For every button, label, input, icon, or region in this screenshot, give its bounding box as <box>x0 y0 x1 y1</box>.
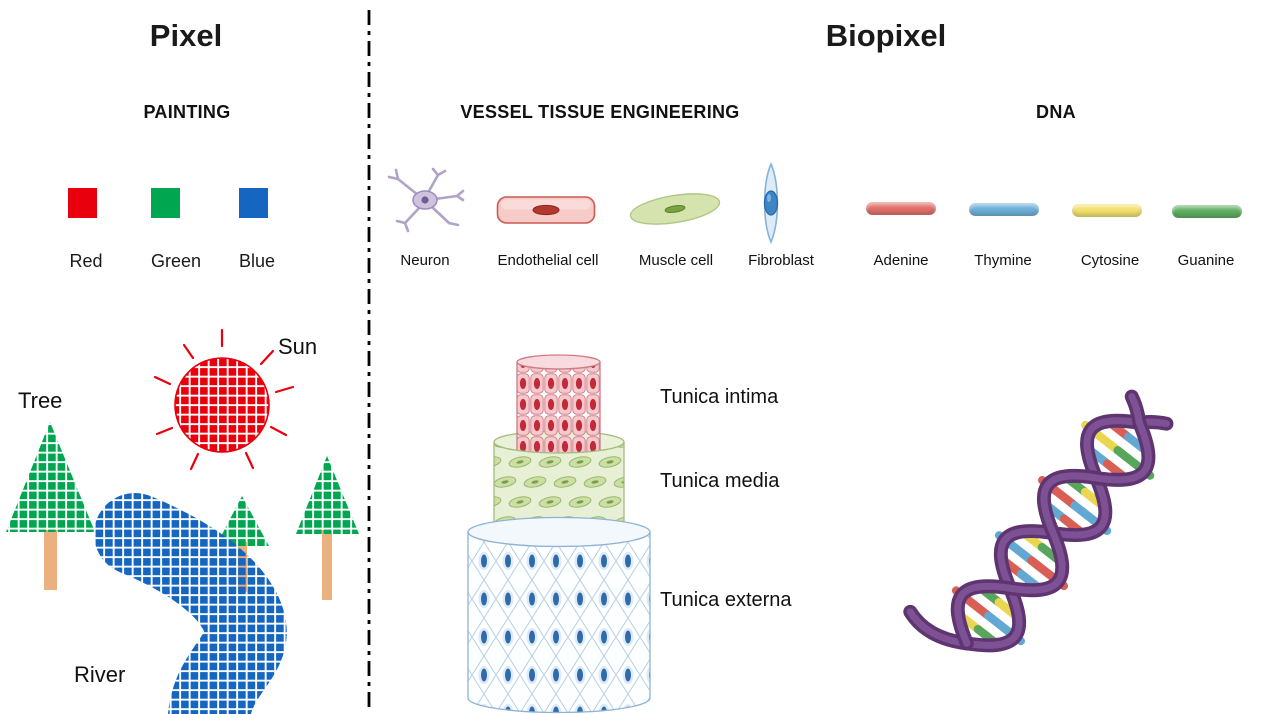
muscle-cell-icon <box>629 193 721 225</box>
blue-swatch-label: Blue <box>238 251 276 271</box>
muscle-cell-label: Muscle cell <box>638 252 714 269</box>
thymine-bar <box>969 203 1039 216</box>
green-swatch <box>151 188 180 218</box>
neuron-icon <box>387 167 465 233</box>
blue-swatch <box>239 188 268 218</box>
sun-shape <box>174 357 270 453</box>
fibroblast-icon <box>763 162 779 244</box>
sun-label: Sun <box>278 334 318 359</box>
endothelial-cell-label: Endothelial cell <box>497 252 599 269</box>
cytosine-label: Cytosine <box>1080 252 1140 269</box>
tunica-media-label: Tunica media <box>660 470 780 492</box>
guanine-label: Guanine <box>1177 252 1235 269</box>
tunica-intima-body <box>516 361 601 463</box>
green-swatch-label: Green <box>150 251 202 271</box>
vessel-illustration <box>467 354 651 714</box>
pixel-painting-scene <box>6 328 359 714</box>
helix-strands <box>903 389 1174 653</box>
fibroblast-label: Fibroblast <box>748 252 814 269</box>
red-swatch-label: Red <box>69 251 103 271</box>
tunica-intima-label: Tunica intima <box>660 386 779 408</box>
guanine-bar <box>1172 205 1242 218</box>
adenine-label: Adenine <box>873 252 929 269</box>
endothelial-cell-icon <box>496 196 596 224</box>
dna-section-label: DNA <box>1036 102 1076 122</box>
cytosine-bar <box>1072 204 1142 217</box>
painting-section-label: PAINTING <box>143 102 231 122</box>
river-shape <box>94 493 287 714</box>
neuron-label: Neuron <box>400 252 450 269</box>
river-label: River <box>74 662 126 687</box>
tunica-intima-cap <box>516 354 601 370</box>
vessel-section-label: VESSEL TISSUE ENGINEERING <box>460 102 740 122</box>
sun-rays-icon <box>153 328 295 471</box>
tunica-externa-label: Tunica externa <box>660 589 792 611</box>
tree-label: Tree <box>18 388 63 413</box>
tunica-externa-body <box>467 531 651 714</box>
dna-helix-illustration <box>903 389 1174 653</box>
pixel-title: Pixel <box>149 18 223 53</box>
red-swatch <box>68 188 97 218</box>
section-divider <box>367 10 371 712</box>
adenine-bar <box>866 202 936 215</box>
biopixel-title: Biopixel <box>825 18 947 53</box>
thymine-label: Thymine <box>974 252 1032 269</box>
